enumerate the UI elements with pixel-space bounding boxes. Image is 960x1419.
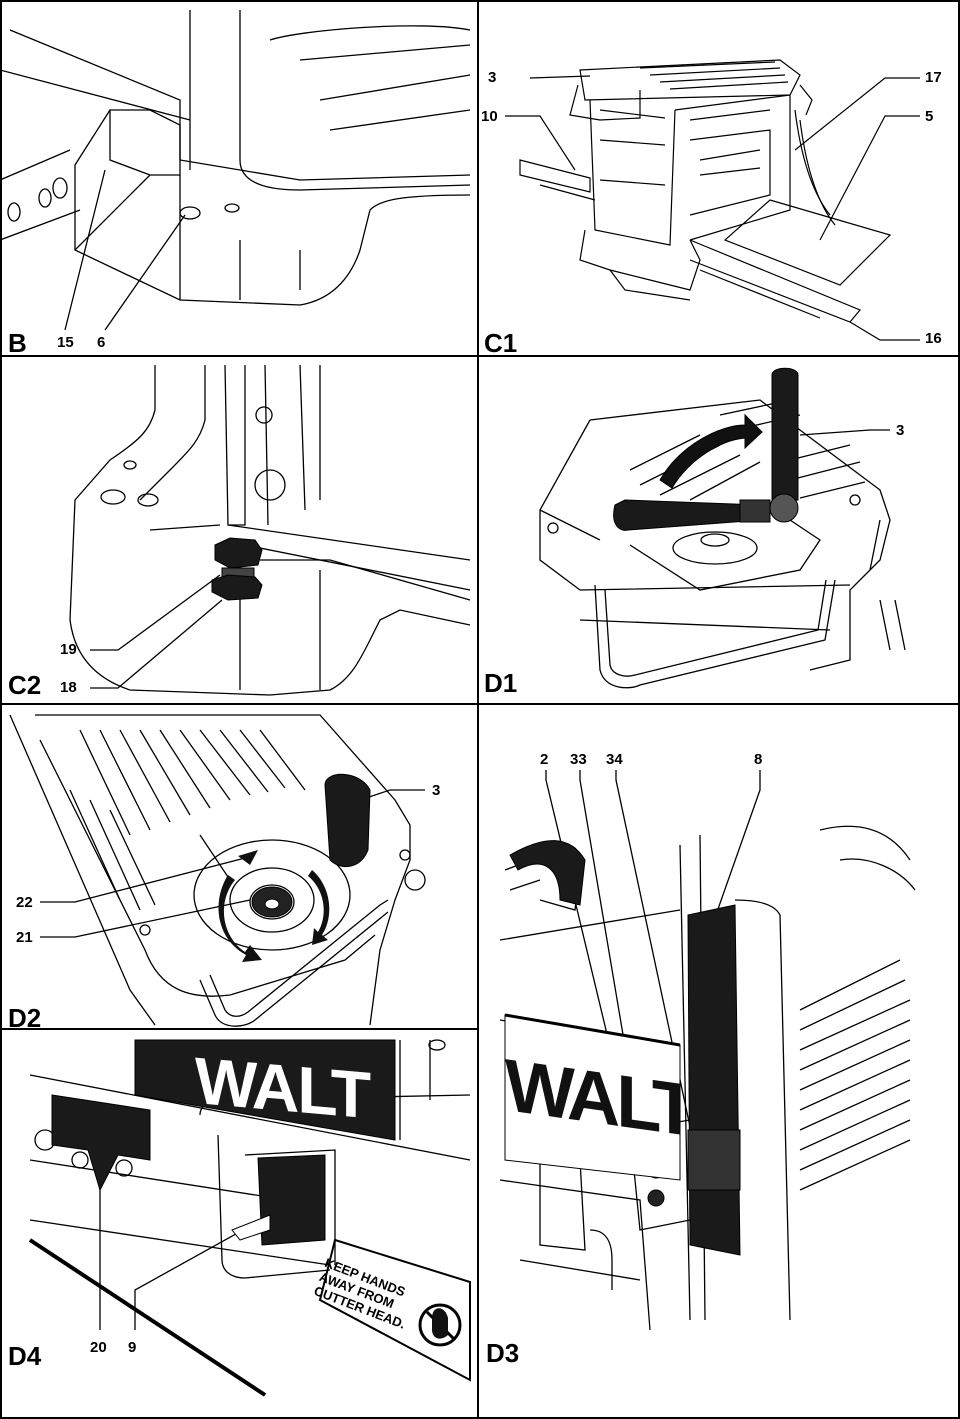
panel-c2-drawing	[69, 364, 471, 696]
panel-d2-arrows	[218, 850, 330, 962]
callout-c2-19: 19	[60, 641, 77, 658]
panel-d4-dark-parts	[28, 1039, 396, 1397]
callout-c2-18: 18	[60, 679, 77, 696]
callout-d2-3: 3	[432, 782, 441, 799]
callout-c1-3: 3	[488, 69, 497, 86]
callout-c1-17: 17	[925, 69, 942, 86]
callout-d3-2: 2	[540, 751, 549, 768]
panel-d2-knob	[251, 773, 371, 918]
panel-c1-drawing	[505, 59, 920, 341]
panel-d3-dark-parts	[504, 840, 741, 1256]
panel-d2-drawing	[9, 714, 426, 1027]
callout-d2-22: 22	[16, 894, 33, 911]
callout-c1-10: 10	[481, 108, 498, 125]
panel-d1-arrow	[659, 413, 763, 489]
panel-d1-crank	[613, 367, 799, 531]
panel-label-c1: C1	[484, 328, 518, 358]
callout-d3-33: 33	[570, 751, 587, 768]
callout-c1-16: 16	[925, 330, 942, 347]
callout-d1-3: 3	[896, 422, 905, 439]
callout-d2-21: 21	[16, 929, 33, 946]
callout-c1-5: 5	[925, 108, 934, 125]
panel-label-b: B	[8, 328, 27, 358]
callout-d4-20: 20	[90, 1339, 107, 1356]
panel-label-d3: D3	[486, 1338, 520, 1368]
callout-d4-9: 9	[128, 1339, 137, 1356]
warning-label-box	[318, 1238, 471, 1382]
callout-b-15: 15	[57, 334, 74, 351]
callout-d3-34: 34	[606, 751, 623, 768]
panel-label-d1: D1	[484, 668, 518, 698]
panel-label-c2: C2	[8, 670, 42, 700]
callout-d3-8: 8	[754, 751, 763, 768]
panel-label-d4: D4	[8, 1341, 42, 1371]
panel-b-drawing	[0, 10, 471, 331]
panel-c2-adjuster	[211, 537, 263, 601]
panel-label-d2: D2	[8, 1003, 42, 1033]
callout-b-6: 6	[97, 334, 106, 351]
